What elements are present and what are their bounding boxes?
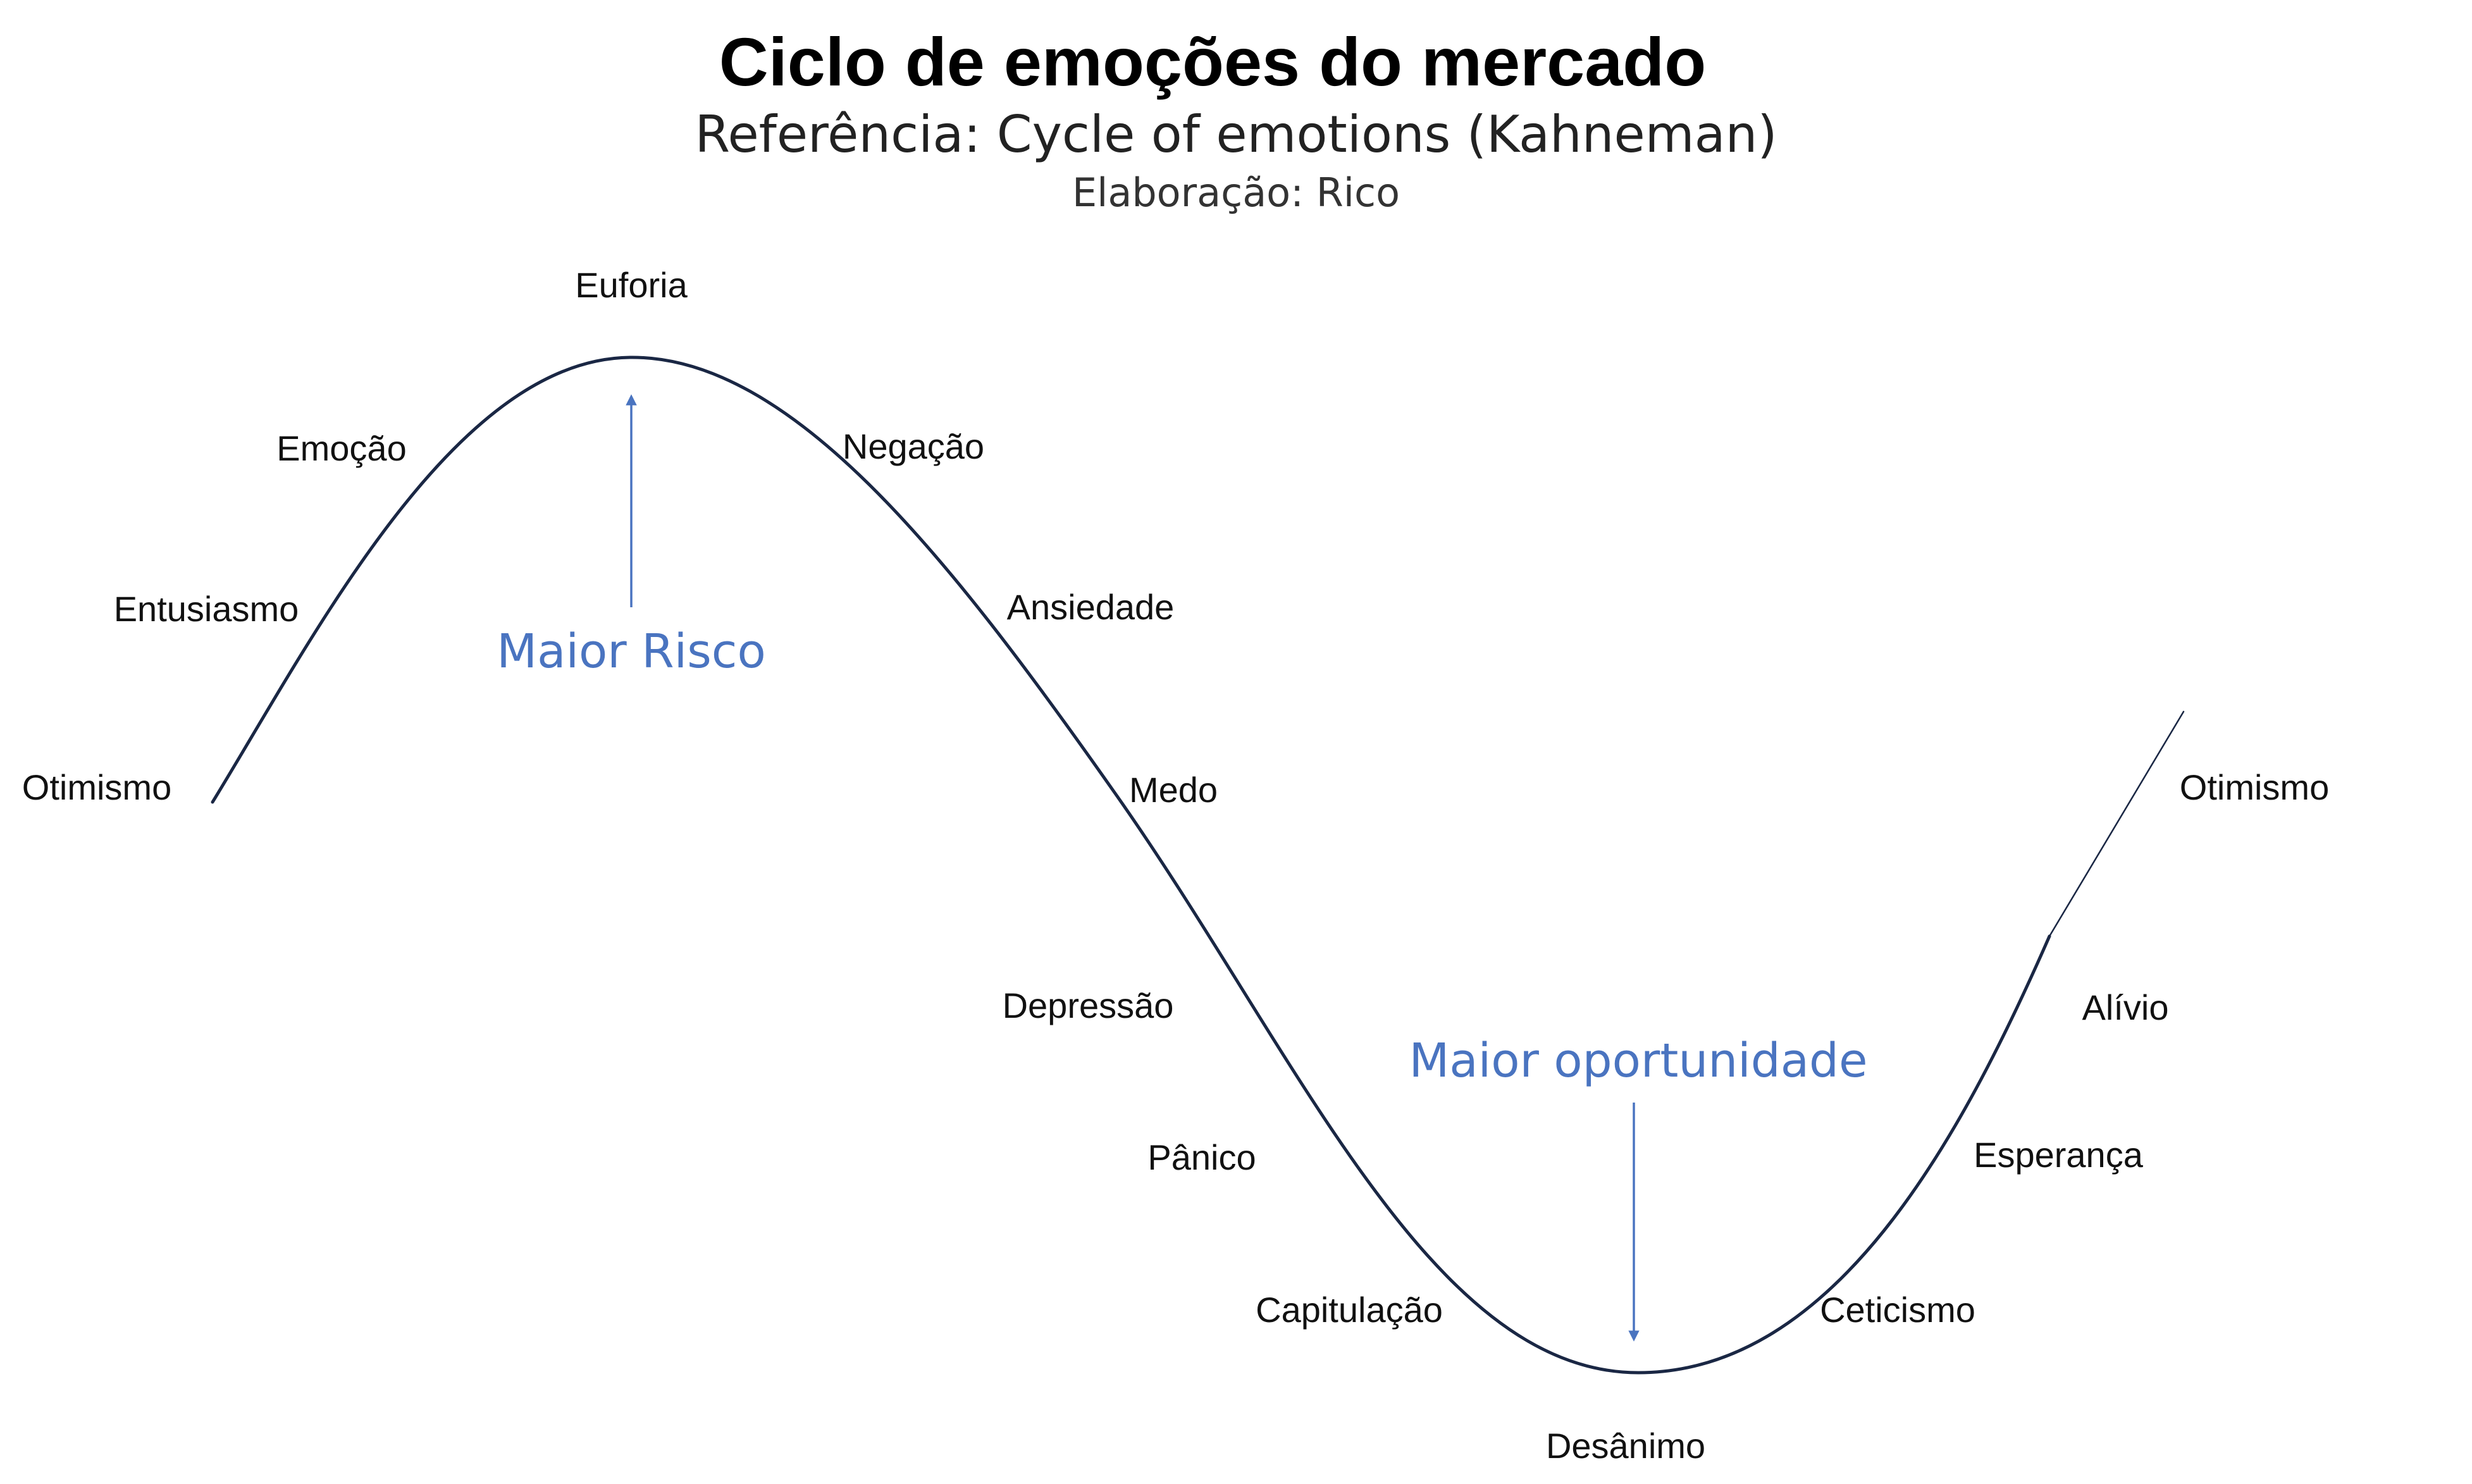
stage-label-otimismo-end: Otimismo xyxy=(2180,767,2329,807)
risk-label: Maior Risco xyxy=(497,624,765,679)
stage-label-esperanca: Esperança xyxy=(1974,1135,2144,1175)
stage-label-ceticismo: Ceticismo xyxy=(1820,1290,1975,1330)
stage-label-panico: Pânico xyxy=(1147,1137,1256,1177)
credit-elaboration: Elaboração: Rico xyxy=(1072,170,1400,216)
stage-label-ansiedade: Ansiedade xyxy=(1007,587,1175,627)
stage-label-emocao: Emoção xyxy=(276,428,406,468)
page-title: Ciclo de emoções do mercado xyxy=(719,23,1706,100)
cycle-curve xyxy=(211,356,2051,1375)
stage-label-depressao: Depressão xyxy=(1003,986,1174,1025)
stage-label-desanimo: Desânimo xyxy=(1546,1426,1705,1466)
stage-label-medo: Medo xyxy=(1129,770,1218,810)
cycle-curve-tail xyxy=(2048,710,2185,937)
stage-label-alivio: Alívio xyxy=(2082,987,2169,1027)
stage-label-entusiasmo: Entusiasmo xyxy=(114,589,299,629)
stage-label-euforia: Euforia xyxy=(575,265,688,305)
stage-label-negacao: Negação xyxy=(843,426,984,466)
stage-label-otimismo-start: Otimismo xyxy=(22,767,171,807)
opportunity-label: Maior oportunidade xyxy=(1409,1034,1867,1088)
subtitle-reference: Referência: Cycle of emotions (Kahneman) xyxy=(695,105,1777,164)
stage-label-capitulacao: Capitulação xyxy=(1256,1290,1443,1330)
